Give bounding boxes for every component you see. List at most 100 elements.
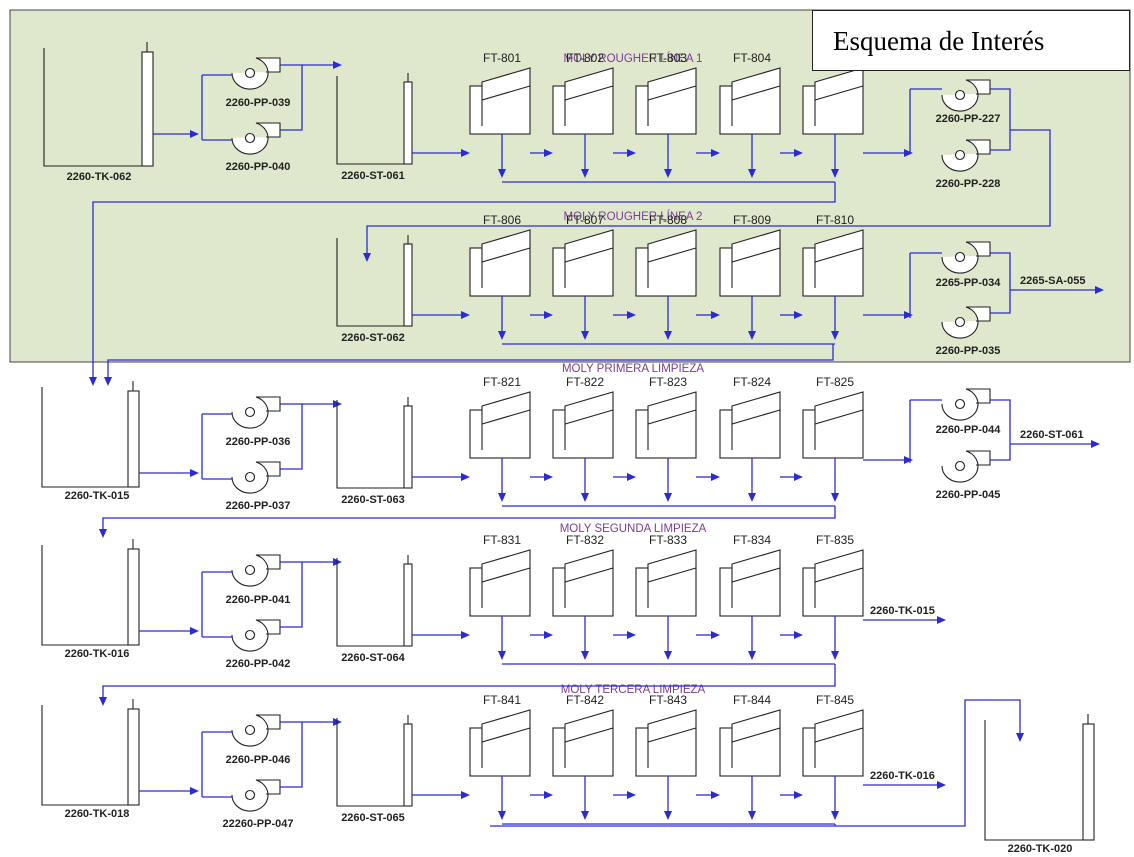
flow-arrow-icon xyxy=(461,791,470,799)
row-rougher-1-tank-label: 2260-TK-062 xyxy=(67,171,132,183)
pump-casing xyxy=(231,554,281,587)
tank-standpipe xyxy=(127,708,140,806)
tank-standpipe xyxy=(127,548,140,646)
row-rougher-1-cell-2-icon xyxy=(552,67,614,135)
row-rougher-1-cell-3-icon xyxy=(635,67,697,135)
row-rougher-1-title: MOLY ROUGHER LÍNEA 1 xyxy=(564,52,703,65)
rougher-1-pump-out-1-icon xyxy=(941,79,991,112)
flow-arrow-icon xyxy=(461,631,470,639)
flow-arrow-icon xyxy=(664,493,672,502)
row-primera-cell-1-icon xyxy=(469,391,531,459)
row-rougher-2-cell-3-label: FT-808 xyxy=(649,213,687,227)
pump-casing xyxy=(941,241,991,274)
cell-launder xyxy=(564,391,614,425)
row-tercera-cell-5-label: FT-845 xyxy=(816,693,854,707)
rougher-1-pump-out-2-label: 2260-PP-228 xyxy=(936,178,1001,190)
row-tercera-tank-label: 2260-TK-018 xyxy=(65,808,130,820)
flow-line xyxy=(990,88,1011,151)
cell-launder xyxy=(814,67,864,101)
row-tercera-cell-2-label: FT-842 xyxy=(566,693,604,707)
tank-outline xyxy=(41,705,131,806)
pump-casing xyxy=(941,388,991,421)
tercera-outlet-label: 2260-TK-016 xyxy=(870,770,935,782)
sump-outline xyxy=(336,76,409,165)
pump-casing xyxy=(941,306,991,339)
row-tercera-cell-5-icon xyxy=(802,709,864,777)
flow-arrow-icon xyxy=(1095,286,1104,294)
pump-casing xyxy=(231,779,281,812)
row-primera-cell-4-icon xyxy=(719,391,781,459)
sump-standpipe xyxy=(403,81,413,165)
flow-arrow-icon xyxy=(581,811,589,820)
flow-arrow-icon xyxy=(831,493,839,502)
flow-line xyxy=(990,252,1011,314)
flow-line xyxy=(280,721,303,788)
rougher-2-pump-out-1-label: 2265-PP-034 xyxy=(936,277,1002,289)
row-primera-title: MOLY PRIMERA LIMPIEZA xyxy=(562,363,704,375)
flow-arrow-icon xyxy=(664,651,672,660)
row-primera-pump-in-1-icon xyxy=(231,396,281,429)
flow-arrow-icon xyxy=(1091,440,1100,448)
flow-arrow-icon xyxy=(748,811,756,820)
pump-impeller xyxy=(244,629,256,641)
flow-line xyxy=(107,344,834,380)
row-rougher-1-pump-in-1-label: 2260-PP-039 xyxy=(226,97,291,109)
cell-launder xyxy=(564,709,614,743)
pump-casing xyxy=(231,122,281,155)
row-rougher-1-tank-icon xyxy=(43,42,154,167)
flow-arrow-icon xyxy=(711,149,720,157)
row-segunda-cell-5-label: FT-835 xyxy=(816,533,854,547)
flow-arrow-icon xyxy=(748,651,756,660)
flow-arrow-icon xyxy=(831,331,839,340)
row-rougher-2-sump-label: 2260-ST-062 xyxy=(341,332,405,344)
row-segunda-tank-icon xyxy=(41,539,140,646)
row-rougher-2-cell-4-icon xyxy=(719,229,781,297)
tank-outline xyxy=(41,387,131,488)
row-rougher-1-cell-4-label: FT-804 xyxy=(733,51,771,65)
rougher-1-pump-out-2-icon xyxy=(941,139,991,172)
rougher-2-pump-out-1-icon xyxy=(941,241,991,274)
final-tank-label: 2260-TK-020 xyxy=(1008,843,1073,855)
row-primera-cell-5-label: FT-825 xyxy=(816,375,854,389)
row-primera-pump-in-2-label: 2260-PP-037 xyxy=(226,500,291,512)
row-primera-cell-2-icon xyxy=(552,391,614,459)
row-rougher-1-sump-label: 2260-ST-061 xyxy=(341,170,405,182)
rougher-1-pump-out-1-label: 2260-PP-227 xyxy=(936,113,1001,125)
row-primera-pump-in-2-icon xyxy=(231,461,281,494)
row-segunda-cell-4-label: FT-834 xyxy=(733,533,771,547)
flow-arrow-icon xyxy=(99,529,107,538)
row-rougher-2-cell-1-icon xyxy=(469,229,531,297)
cell-launder xyxy=(731,229,781,263)
flow-arrow-icon xyxy=(627,791,636,799)
cell-launder xyxy=(564,549,614,583)
row-rougher-2-cell-2-label: FT-807 xyxy=(566,213,604,227)
flow-arrow-icon xyxy=(627,311,636,319)
flow-arrow-icon xyxy=(544,631,553,639)
flow-arrow-icon xyxy=(544,311,553,319)
pump-impeller xyxy=(244,564,256,576)
flow-arrow-icon xyxy=(794,311,803,319)
pump-impeller xyxy=(244,132,256,144)
cell-launder xyxy=(564,67,614,101)
tank-standpipe xyxy=(127,390,140,488)
row-rougher-1-cell-2-label: FT-802 xyxy=(566,51,604,65)
cell-launder xyxy=(481,229,531,263)
tank-outline xyxy=(984,720,1086,841)
row-segunda-pump-in-1-icon xyxy=(231,554,281,587)
flow-line xyxy=(92,182,836,380)
flow-arrow-icon xyxy=(581,169,589,178)
flow-arrow-icon xyxy=(498,811,506,820)
flow-line xyxy=(835,699,1021,827)
flow-arrow-icon xyxy=(581,493,589,502)
flow-arrow-icon xyxy=(89,377,97,386)
row-primera-cell-3-icon xyxy=(635,391,697,459)
row-primera-sump-label: 2260-ST-063 xyxy=(341,494,405,506)
flow-arrow-icon xyxy=(711,311,720,319)
pump-impeller xyxy=(954,251,966,263)
flow-arrow-icon xyxy=(937,781,946,789)
cell-launder xyxy=(647,709,697,743)
pump-impeller xyxy=(954,89,966,101)
cell-launder xyxy=(647,391,697,425)
sump-outline xyxy=(336,238,409,327)
flow-arrow-icon xyxy=(190,130,199,138)
